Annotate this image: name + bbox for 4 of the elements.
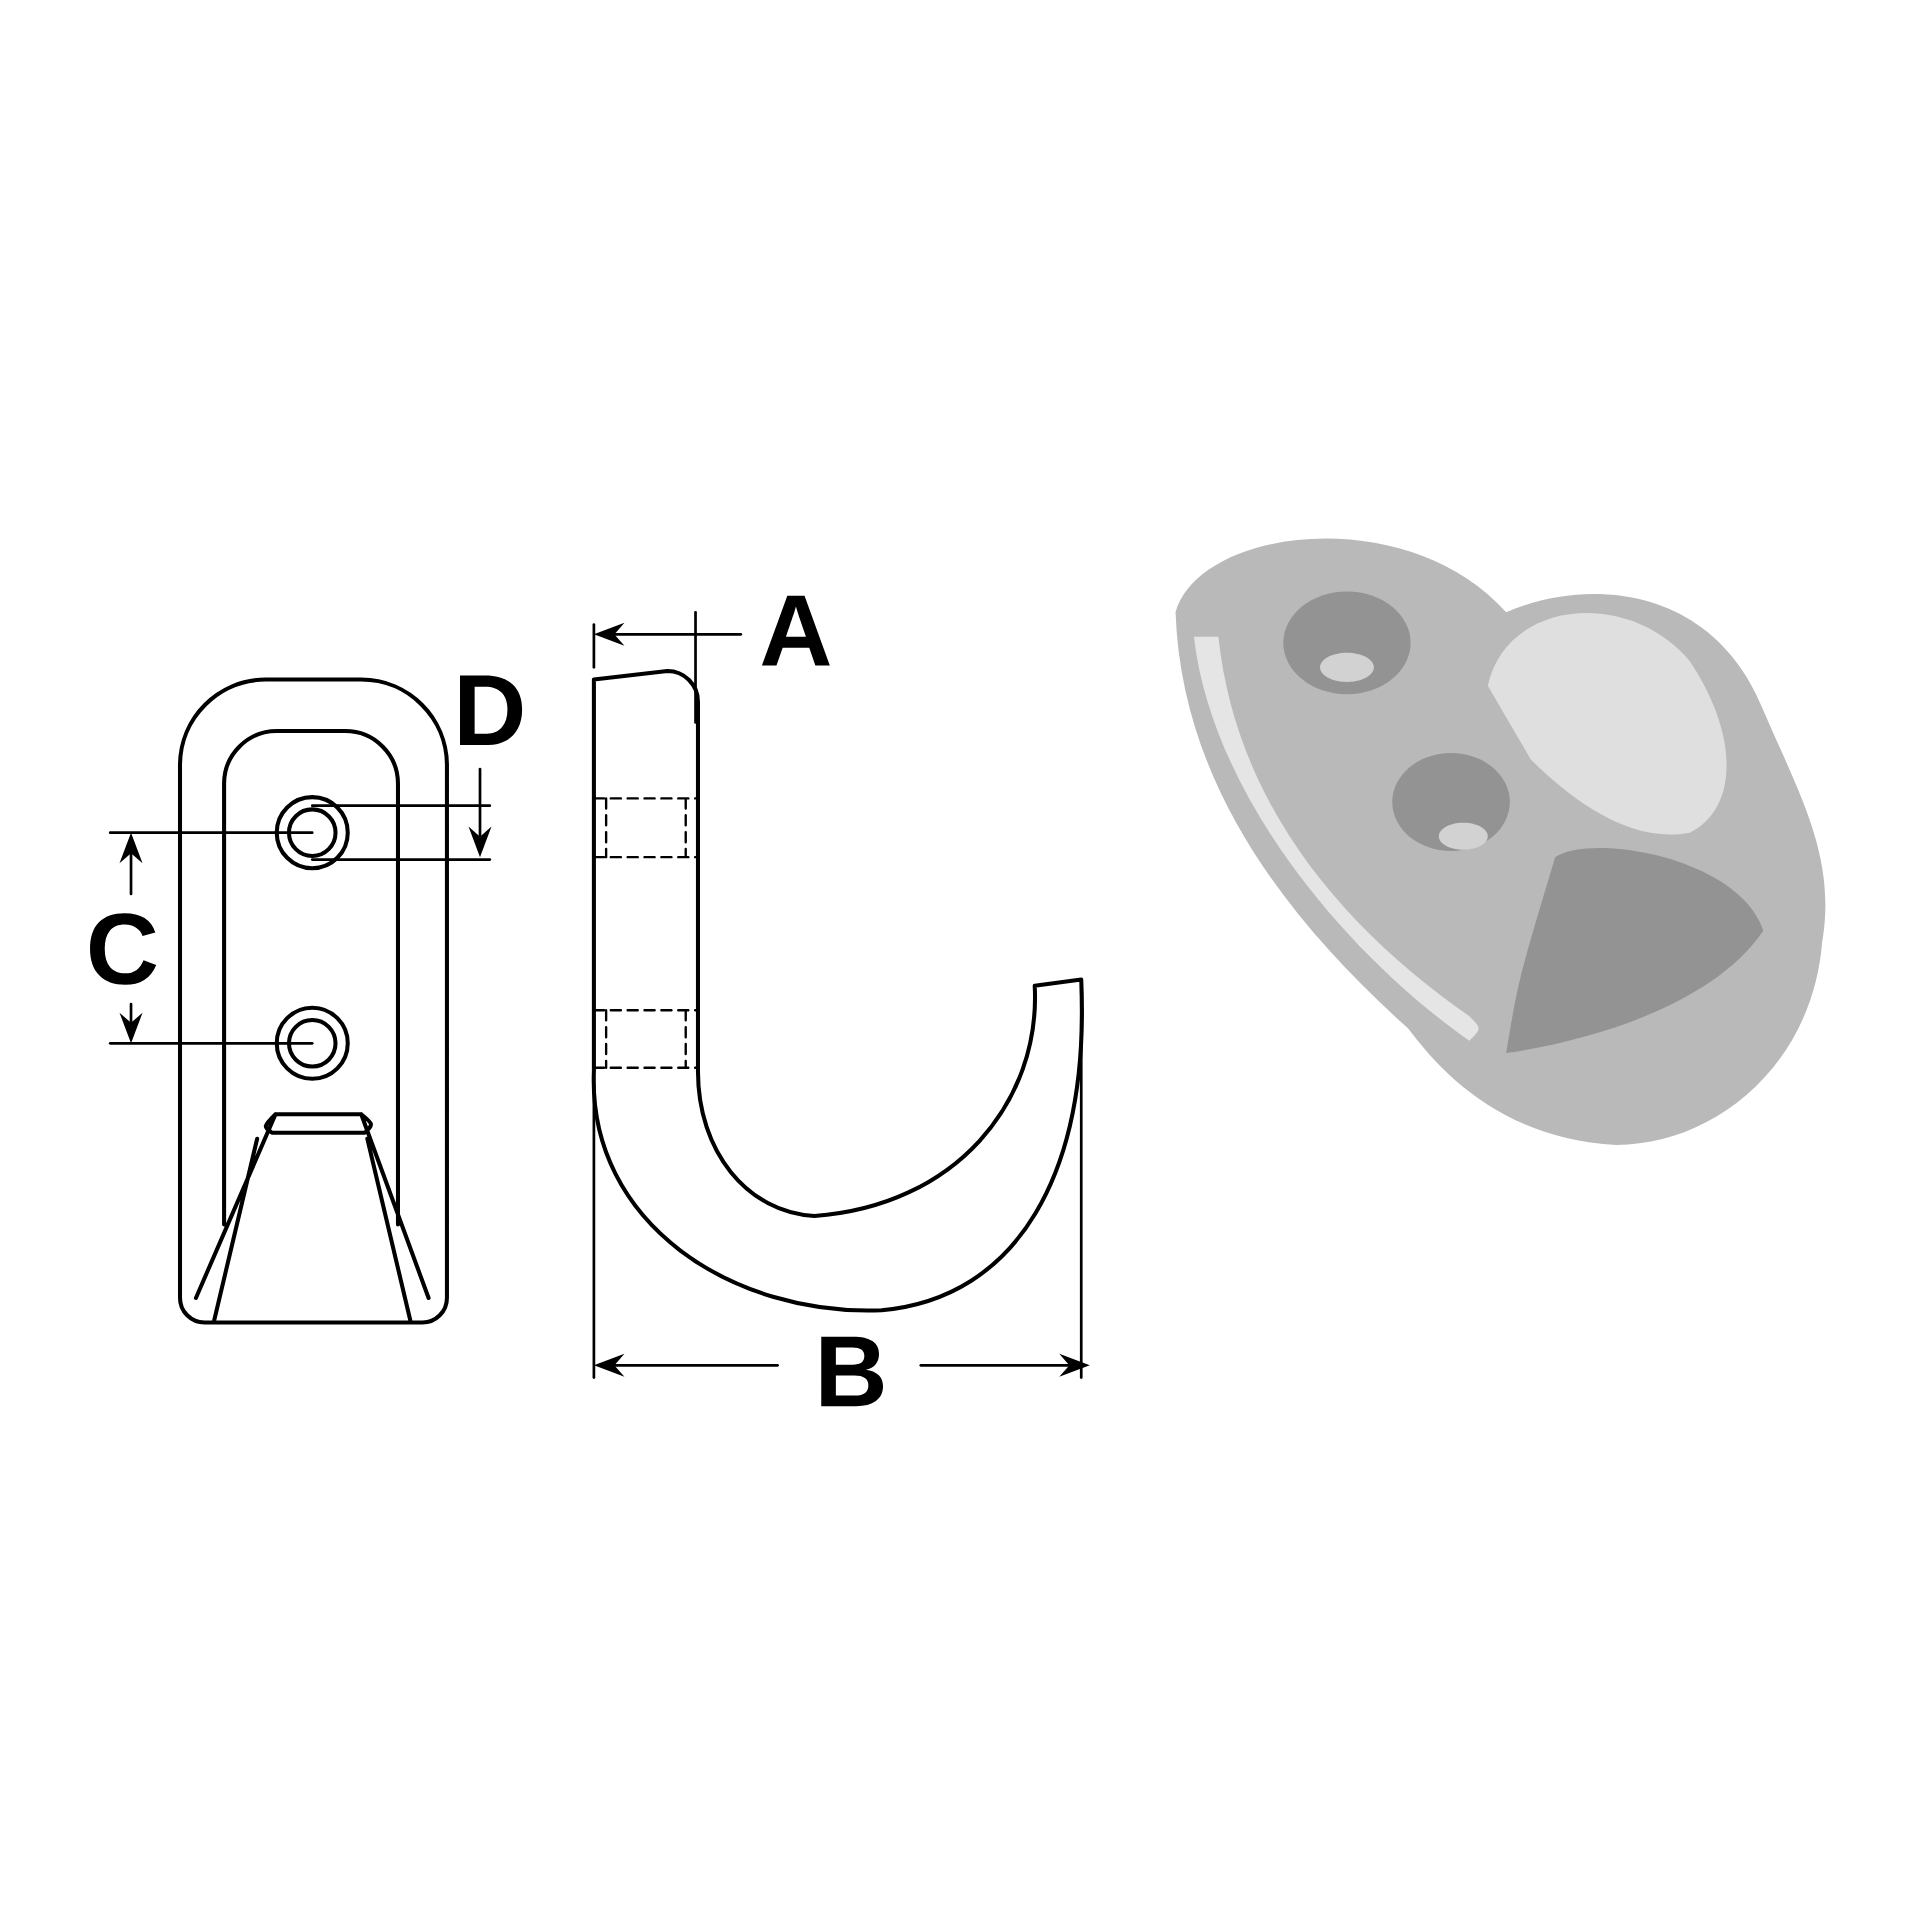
dimension-label: B — [821, 1336, 883, 1407]
dimension-label: D — [460, 675, 523, 746]
dimension-label: A — [761, 595, 830, 666]
dimension-label: C — [90, 913, 157, 985]
